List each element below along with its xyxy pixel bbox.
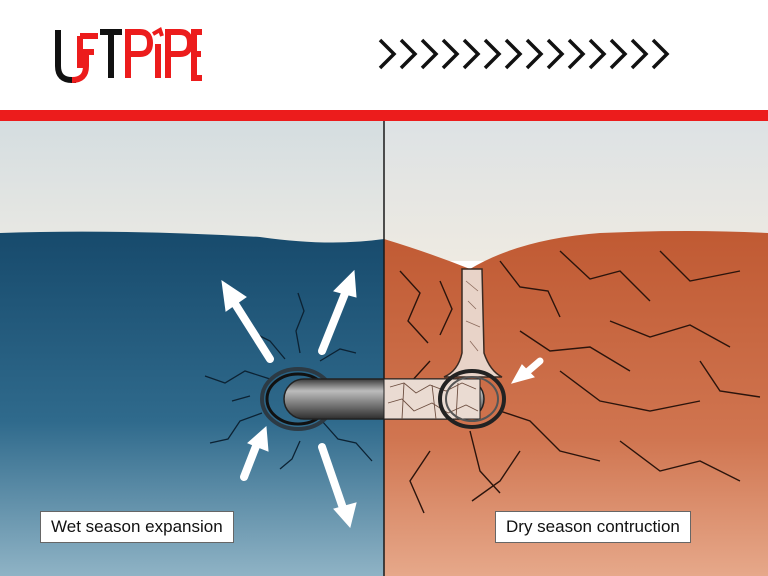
soil-pipe-illustration (0, 121, 768, 576)
expansion-arrows-icon (221, 269, 357, 529)
header-bar (0, 0, 768, 112)
dry-cracks (399, 250, 761, 514)
wet-season-label: Wet season expansion (40, 511, 234, 543)
wet-soil (0, 231, 384, 576)
dry-crack-column (443, 268, 503, 378)
pipe-ring-right (438, 369, 506, 429)
red-divider-bar (0, 110, 768, 121)
wet-cracks (204, 292, 373, 470)
dry-season-label: Dry season contruction (495, 511, 691, 543)
uftpipe-logo (55, 27, 202, 83)
contraction-arrow-icon (510, 357, 544, 384)
chevron-arrows-icon (378, 38, 670, 70)
